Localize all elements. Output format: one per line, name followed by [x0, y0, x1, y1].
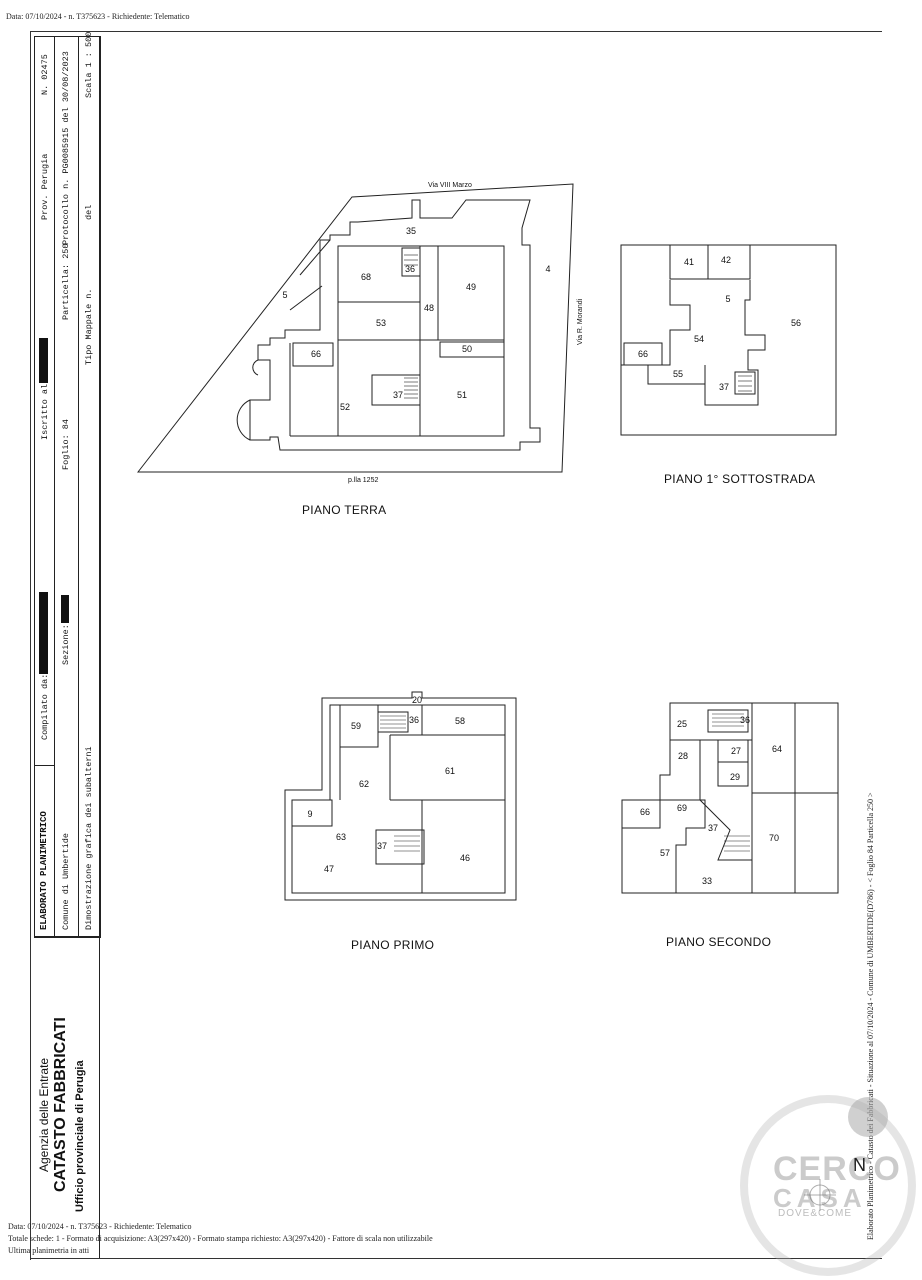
- room-label-secondo-57: 57: [660, 848, 670, 858]
- frame-bottom: [30, 1258, 882, 1259]
- footer-line2: Totale schede: 1 - Formato di acquisizio…: [8, 1234, 433, 1243]
- plan-piano-secondo: [621, 702, 839, 894]
- street-label: Via VIII Marzo: [428, 182, 472, 189]
- plan-piano-primo: [284, 691, 517, 901]
- room-label-sottostrada-5: 5: [725, 294, 730, 304]
- room-label-primo-37: 37: [377, 841, 387, 851]
- room-label-terra-4: 4: [545, 264, 550, 274]
- form-divider-4: [34, 936, 99, 937]
- watermark-word2: CASA: [773, 1183, 867, 1213]
- room-label-primo-61: 61: [445, 766, 455, 776]
- room-label-terra-36: 36: [405, 264, 415, 274]
- watermark-word1: CERCO: [773, 1150, 901, 1188]
- north-indicator: N: [853, 1155, 866, 1175]
- room-label-sottostrada-37: 37: [719, 382, 729, 392]
- room-label-secondo-64: 64: [772, 744, 782, 754]
- room-label-primo-9: 9: [307, 809, 312, 819]
- watermark-dot: [848, 1097, 888, 1137]
- title-piano-primo: PIANO PRIMO: [351, 938, 435, 952]
- room-label-sottostrada-66: 66: [638, 349, 648, 359]
- room-label-secondo-69: 69: [677, 803, 687, 813]
- title-piano-terra: PIANO TERRA: [302, 503, 387, 517]
- redaction-1: [39, 592, 48, 674]
- room-label-sottostrada-41: 41: [684, 257, 694, 267]
- title-piano-sottostrada: PIANO 1° SOTTOSTRADA: [664, 472, 816, 486]
- form-divider-3: [34, 765, 54, 766]
- room-label-terra-49: 49: [466, 282, 476, 292]
- header-line: Data: 07/10/2024 - n. T375623 - Richiede…: [6, 12, 190, 21]
- street-label: Via R. Morandi: [577, 298, 584, 345]
- frame-left: [30, 31, 31, 1260]
- room-label-primo-63: 63: [336, 832, 346, 842]
- room-label-terra-37: 37: [393, 390, 403, 400]
- watermark-tag: DOVE&COME: [778, 1208, 853, 1219]
- room-label-primo-46: 46: [460, 853, 470, 863]
- room-label-terra-68: 68: [361, 272, 371, 282]
- room-label-primo-62: 62: [359, 779, 369, 789]
- stairs-terra: [404, 254, 418, 399]
- stairs-secondo: [712, 713, 750, 852]
- room-label-secondo-70: 70: [769, 833, 779, 843]
- room-label-primo-59: 59: [351, 721, 361, 731]
- room-label-terra-53: 53: [376, 318, 386, 328]
- room-label-sottostrada-54: 54: [694, 334, 704, 344]
- room-label-sottostrada-55: 55: [673, 369, 683, 379]
- form-divider-2: [78, 36, 79, 936]
- room-label-terra-35: 35: [406, 226, 416, 236]
- redaction-3: [61, 595, 69, 623]
- room-label-terra-66: 66: [311, 349, 321, 359]
- room-label-terra-51: 51: [457, 390, 467, 400]
- room-label-secondo-66: 66: [640, 807, 650, 817]
- compass-icon: [804, 1179, 836, 1211]
- stairs-primo: [380, 715, 420, 852]
- room-label-primo-58: 58: [455, 716, 465, 726]
- plan-piano-terra: [136, 183, 574, 473]
- stairs-sottostrada: [738, 375, 752, 392]
- room-label-primo-20: 20: [412, 695, 422, 705]
- room-label-secondo-29: 29: [730, 772, 740, 782]
- room-label-secondo-25: 25: [677, 719, 687, 729]
- room-label-secondo-37: 37: [708, 823, 718, 833]
- room-label-secondo-36: 36: [740, 715, 750, 725]
- title-piano-secondo: PIANO SECONDO: [666, 935, 772, 949]
- street-label: p.lla 1252: [348, 477, 378, 484]
- form-box: [34, 36, 101, 938]
- room-label-terra-52: 52: [340, 402, 350, 412]
- room-label-sottostrada-42: 42: [721, 255, 731, 265]
- room-label-primo-36: 36: [409, 715, 419, 725]
- room-label-terra-48: 48: [424, 303, 434, 313]
- watermark-ring: [740, 1095, 916, 1276]
- room-label-secondo-33: 33: [702, 876, 712, 886]
- footer-line3: Ultima planimetria in atti: [8, 1246, 90, 1255]
- frame-top: [30, 31, 882, 32]
- plan-piano-sottostrada: [620, 244, 837, 436]
- agency-divider: [99, 36, 100, 1258]
- room-label-primo-47: 47: [324, 864, 334, 874]
- room-label-terra-5: 5: [282, 290, 287, 300]
- redaction-2: [39, 338, 48, 383]
- room-label-secondo-27: 27: [731, 746, 741, 756]
- footer-line1: Data: 07/10/2024 - n. T375623 - Richiede…: [8, 1222, 192, 1231]
- form-divider-1: [54, 36, 55, 936]
- room-label-terra-50: 50: [462, 344, 472, 354]
- room-label-sottostrada-56: 56: [791, 318, 801, 328]
- room-label-secondo-28: 28: [678, 751, 688, 761]
